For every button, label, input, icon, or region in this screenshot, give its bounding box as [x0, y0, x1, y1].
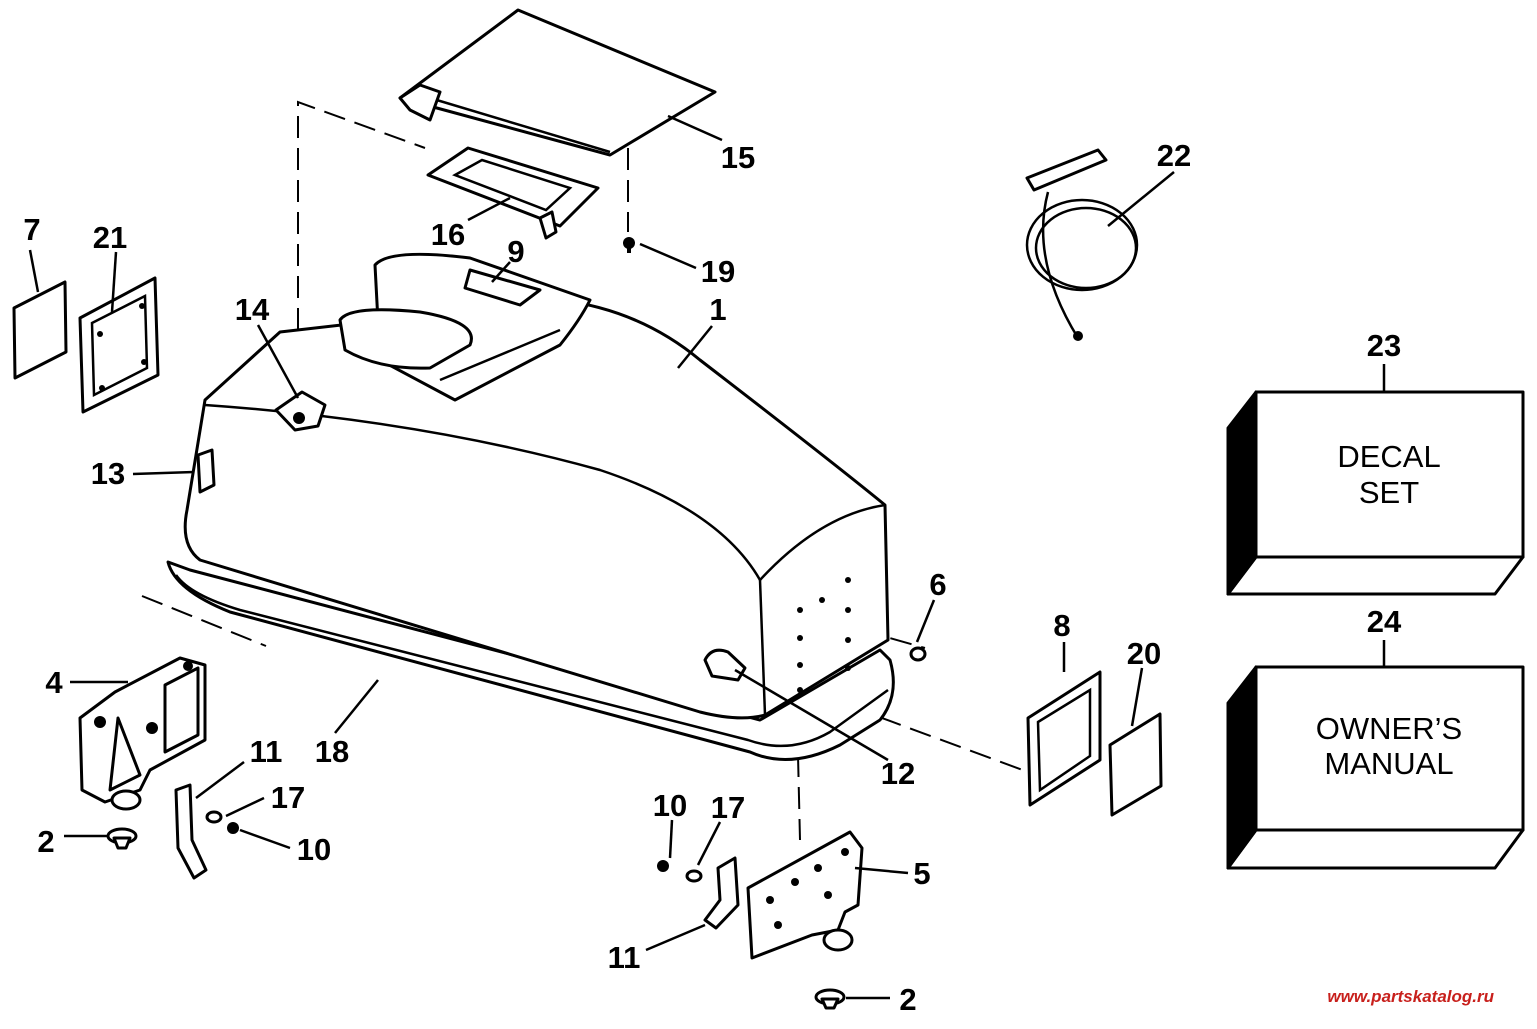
- decal-20: [1108, 712, 1163, 817]
- screw-19: [623, 237, 635, 253]
- bracket-4: [78, 656, 207, 811]
- screw-6: [909, 646, 927, 662]
- callout-4: 4: [45, 665, 63, 700]
- callout-11-right: 11: [608, 940, 641, 975]
- callout-18: 18: [315, 734, 349, 769]
- plug-2-left: [106, 827, 138, 850]
- bracket-11-left: [174, 783, 208, 880]
- callout-20: 20: [1127, 636, 1161, 671]
- intake-seal: [426, 146, 600, 240]
- fasteners-left: [205, 810, 239, 834]
- decal-set-box: [1226, 390, 1525, 596]
- decal-set-line1: DECAL: [1337, 439, 1440, 474]
- owners-manual-box: [1226, 665, 1525, 870]
- callout-6: 6: [929, 567, 946, 602]
- callout-12: 12: [881, 756, 915, 791]
- callout-5: 5: [913, 856, 930, 891]
- callout-labels: 15 16 19 9 1 14 13 7 21 22 23 24 4 18 11…: [23, 138, 1402, 1017]
- gasket-8: [1026, 670, 1102, 807]
- decal-7: [12, 280, 68, 380]
- callout-22: 22: [1157, 138, 1191, 173]
- callout-9: 9: [507, 234, 524, 269]
- callout-21: 21: [93, 220, 127, 255]
- callout-2-left: 2: [37, 824, 54, 859]
- watermark-text: www.partskatalog.ru: [1327, 987, 1494, 1006]
- callout-2-bottom: 2: [899, 982, 916, 1017]
- box-labels: DECAL SET OWNER’S MANUAL: [1316, 439, 1462, 781]
- intake-cover: [398, 8, 717, 157]
- cable-22: [1025, 148, 1139, 341]
- bracket-5: [746, 830, 864, 960]
- callout-15: 15: [721, 140, 755, 175]
- gasket-21: [78, 276, 160, 414]
- callout-19: 19: [701, 254, 735, 289]
- callout-10-left: 10: [297, 832, 331, 867]
- owners-manual-line1: OWNER’S: [1316, 711, 1462, 746]
- owners-manual-line2: MANUAL: [1324, 746, 1453, 781]
- callout-17-left: 17: [271, 780, 305, 815]
- callout-14: 14: [235, 292, 270, 327]
- fasteners-right: [657, 860, 703, 883]
- callout-8: 8: [1053, 608, 1070, 643]
- callout-24: 24: [1367, 604, 1402, 639]
- callout-10-right: 10: [653, 788, 687, 823]
- engine-cover: [166, 252, 895, 762]
- callout-1: 1: [709, 292, 726, 327]
- decal-set-line2: SET: [1359, 475, 1419, 510]
- callout-16: 16: [431, 217, 465, 252]
- callout-13: 13: [91, 456, 125, 491]
- plug-2-bottom: [814, 988, 846, 1010]
- callout-17-right: 17: [711, 790, 745, 825]
- callout-23: 23: [1367, 328, 1401, 363]
- callout-11-left: 11: [250, 734, 283, 769]
- leader-lines: [28, 114, 1386, 1000]
- callout-7: 7: [23, 212, 40, 247]
- bracket-11-right: [703, 856, 740, 930]
